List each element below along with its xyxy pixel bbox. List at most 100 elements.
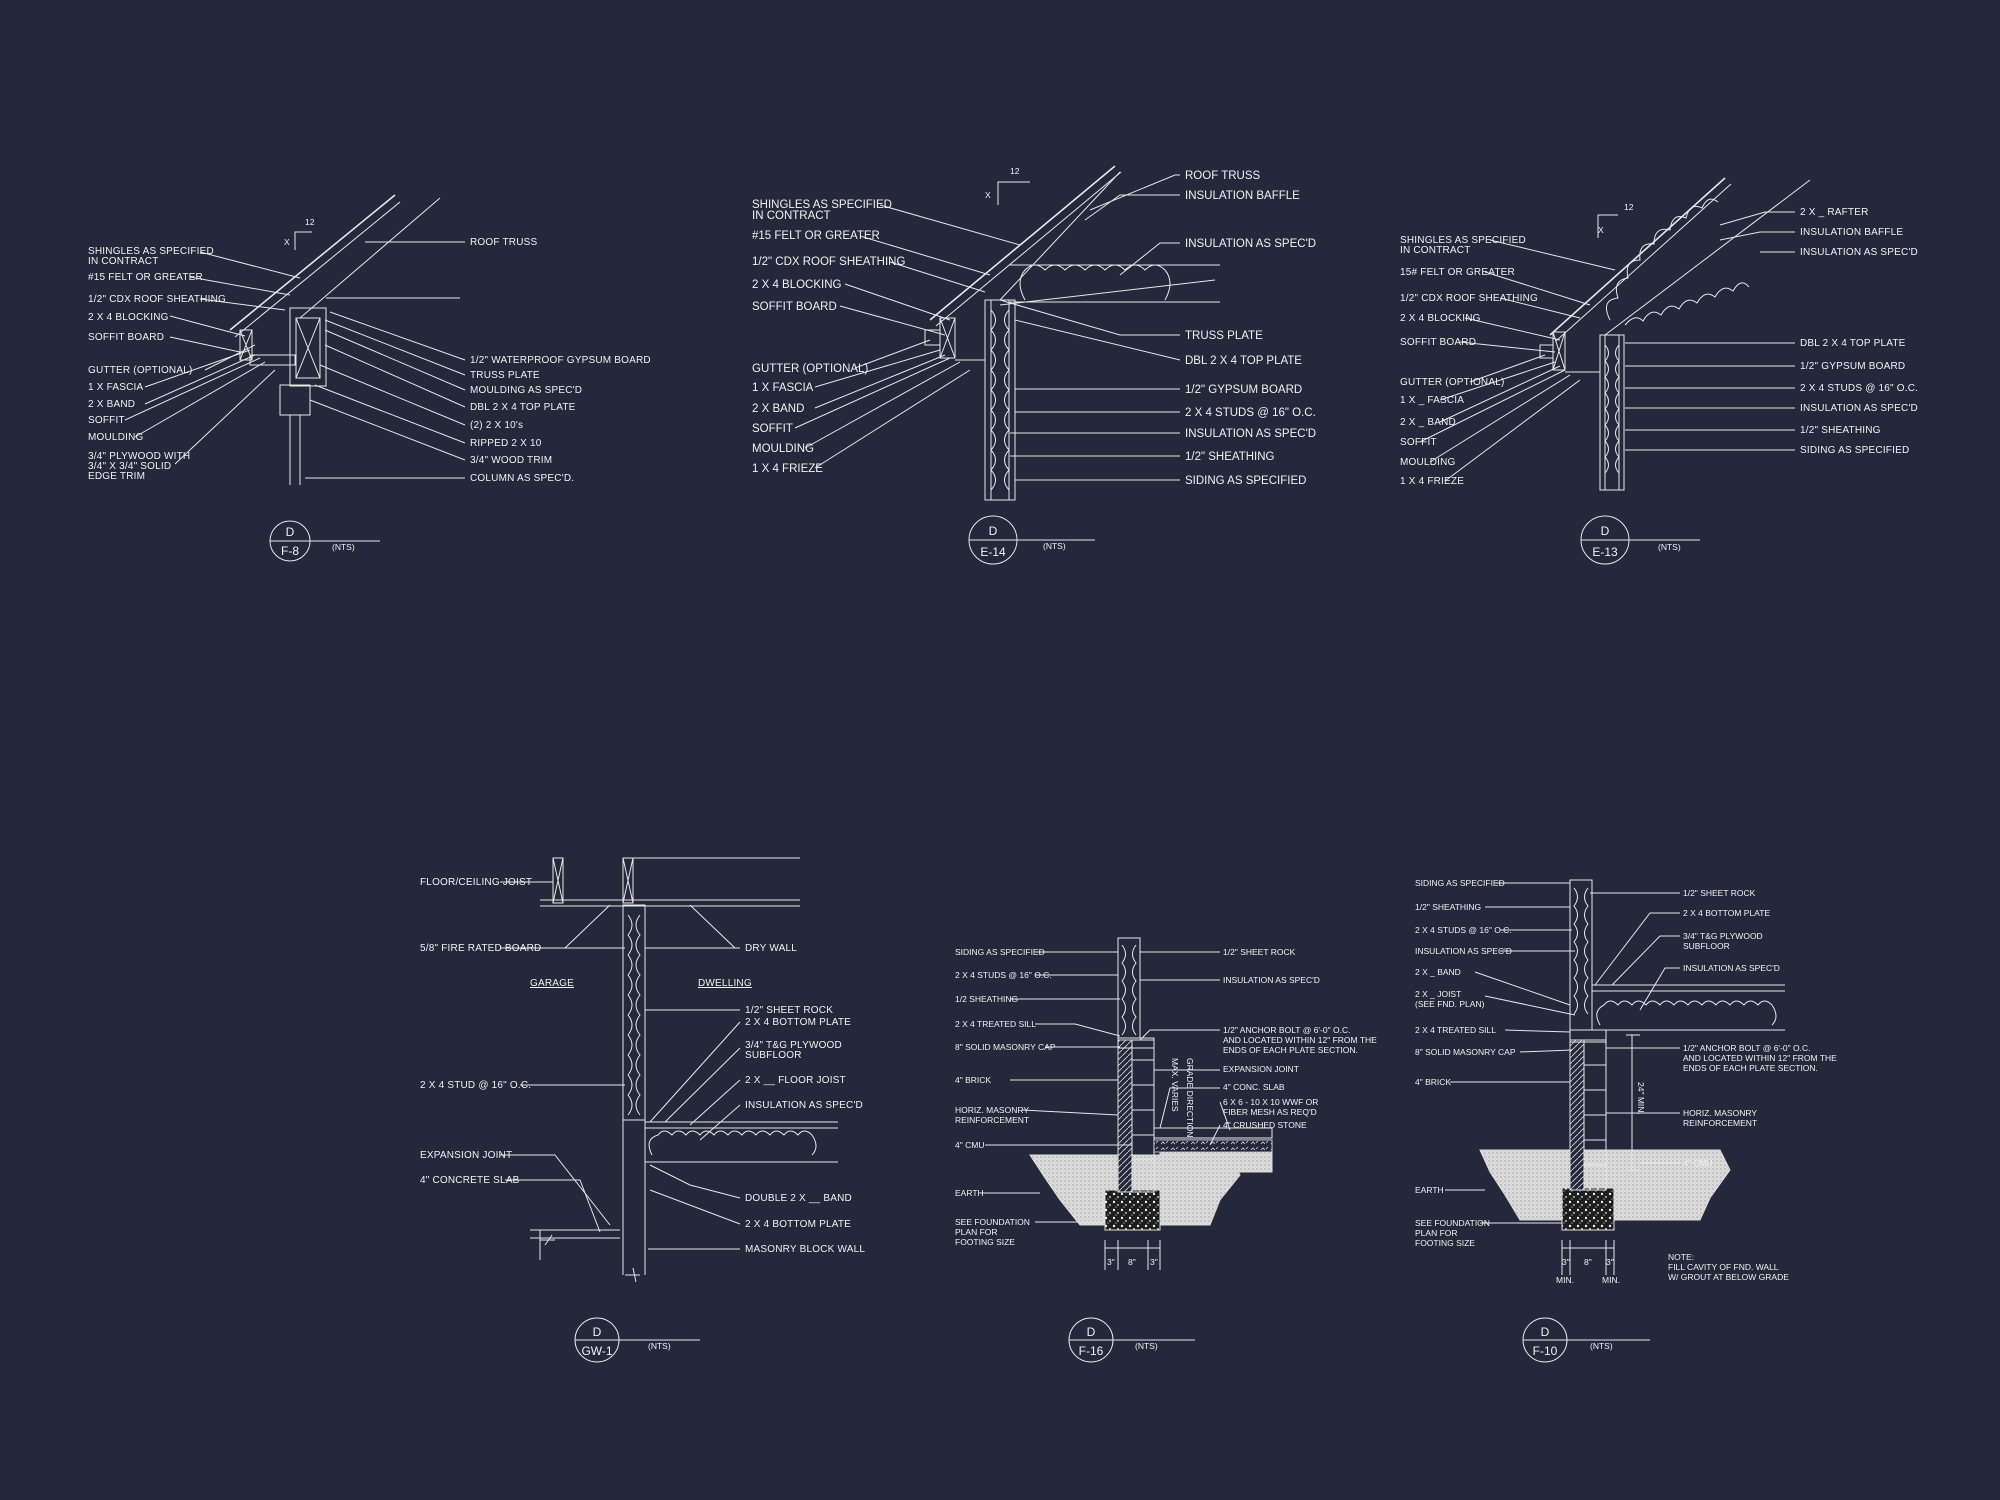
svg-text:1/2" SHEET ROCK: 1/2" SHEET ROCK — [1683, 888, 1756, 898]
svg-text:(NTS): (NTS) — [648, 1341, 671, 1351]
svg-text:4" BRICK: 4" BRICK — [1415, 1077, 1451, 1087]
room-label-garage: GARAGE — [530, 978, 574, 989]
svg-text:MIN.: MIN. — [1556, 1275, 1574, 1285]
svg-text:1 X FASCIA: 1 X FASCIA — [752, 382, 814, 394]
svg-text:F-16: F-16 — [1079, 1344, 1104, 1358]
svg-text:(SEE FND. PLAN): (SEE FND. PLAN) — [1415, 999, 1485, 1009]
svg-text:D: D — [1601, 524, 1610, 538]
svg-text:REINFORCEMENT: REINFORCEMENT — [955, 1115, 1029, 1125]
svg-text:AND LOCATED WITHIN 12" FROM TH: AND LOCATED WITHIN 12" FROM THE — [1223, 1035, 1377, 1045]
label: MOULDING — [88, 432, 144, 443]
svg-text:D: D — [593, 1325, 602, 1339]
svg-text:2 X 4 STUD @ 16" O.C.: 2 X 4 STUD @ 16" O.C. — [420, 1080, 531, 1091]
svg-text:1/2" SHEATHING: 1/2" SHEATHING — [1415, 902, 1481, 912]
svg-text:3": 3" — [1107, 1257, 1115, 1267]
svg-text:SHINGLES AS SPECIFIED: SHINGLES AS SPECIFIED — [1400, 235, 1526, 246]
svg-text:EXPANSION JOINT: EXPANSION JOINT — [420, 1150, 512, 1161]
svg-text:FOOTING SIZE: FOOTING SIZE — [1415, 1238, 1475, 1248]
svg-text:SEE FOUNDATION: SEE FOUNDATION — [955, 1217, 1030, 1227]
svg-text:SIDING AS SPECIFIED: SIDING AS SPECIFIED — [1415, 878, 1505, 888]
svg-text:SOFFIT BOARD: SOFFIT BOARD — [1400, 337, 1476, 348]
label: RIPPED 2 X 10 — [470, 438, 542, 449]
label: ROOF TRUSS — [470, 237, 538, 248]
svg-text:1/2" GYPSUM BOARD: 1/2" GYPSUM BOARD — [1800, 361, 1905, 372]
svg-text:F-8: F-8 — [281, 544, 299, 558]
svg-text:FIBER MESH AS REQ'D: FIBER MESH AS REQ'D — [1223, 1107, 1317, 1117]
svg-text:INSULATION BAFFLE: INSULATION BAFFLE — [1185, 190, 1300, 202]
svg-text:4" CONCRETE SLAB: 4" CONCRETE SLAB — [420, 1175, 520, 1186]
svg-text:2 X 4 STUDS @ 16" O.C.: 2 X 4 STUDS @ 16" O.C. — [1185, 407, 1316, 419]
svg-text:MASONRY BLOCK WALL: MASONRY BLOCK WALL — [745, 1244, 865, 1255]
svg-text:2 X 4 BLOCKING: 2 X 4 BLOCKING — [1400, 313, 1481, 324]
svg-text:1 X 4 FRIEZE: 1 X 4 FRIEZE — [1400, 476, 1464, 487]
svg-text:ENDS OF EACH PLATE SECTION.: ENDS OF EACH PLATE SECTION. — [1223, 1045, 1358, 1055]
label: TRUSS PLATE — [470, 370, 540, 381]
label: 3/4" PLYWOOD WITH — [88, 451, 190, 462]
label: (2) 2 X 10's — [470, 420, 523, 431]
svg-text:2 X 4 STUDS @ 16" O.C.: 2 X 4 STUDS @ 16" O.C. — [1800, 383, 1918, 394]
svg-text:FLOOR/CEILING JOIST: FLOOR/CEILING JOIST — [420, 877, 532, 888]
label: IN CONTRACT — [88, 256, 159, 267]
detail-bubble: D GW-1 (NTS) — [574, 1317, 700, 1363]
svg-text:E-14: E-14 — [980, 545, 1006, 559]
vertical-label: MAX. VARIES — [1170, 1058, 1180, 1112]
svg-text:4" BRICK: 4" BRICK — [955, 1075, 991, 1085]
label: SOFFIT BOARD — [88, 332, 164, 343]
svg-text:DRY WALL: DRY WALL — [745, 943, 797, 954]
svg-text:SOFFIT: SOFFIT — [1400, 437, 1437, 448]
svg-text:E-13: E-13 — [1592, 545, 1618, 559]
svg-text:8" SOLID MASONRY CAP: 8" SOLID MASONRY CAP — [955, 1042, 1056, 1052]
label: 3/4" WOOD TRIM — [470, 455, 552, 466]
svg-text:(NTS): (NTS) — [332, 542, 355, 552]
label: 1 X FASCIA — [88, 382, 143, 393]
svg-text:2 X 4 BOTTOM PLATE: 2 X 4 BOTTOM PLATE — [1683, 908, 1770, 918]
svg-text:2 X _ RAFTER: 2 X _ RAFTER — [1800, 207, 1869, 218]
svg-text:SOFFIT BOARD: SOFFIT BOARD — [752, 301, 837, 313]
detail-bubble: D F-10 (NTS) — [1522, 1317, 1650, 1363]
svg-text:2 X __ FLOOR JOIST: 2 X __ FLOOR JOIST — [745, 1075, 846, 1086]
svg-text:1/2" SHEATHING: 1/2" SHEATHING — [1800, 425, 1881, 436]
svg-text:PLAN FOR: PLAN FOR — [955, 1227, 998, 1237]
svg-text:GUTTER (OPTIONAL): GUTTER (OPTIONAL) — [752, 363, 868, 375]
detail-bubble: D F-16 (NTS) — [1068, 1317, 1195, 1363]
detail-bubble: D E-14 (NTS) — [968, 515, 1095, 565]
svg-text:15# FELT OR GREATER: 15# FELT OR GREATER — [1400, 267, 1515, 278]
svg-text:3": 3" — [1606, 1257, 1614, 1267]
svg-text:1/2" GYPSUM BOARD: 1/2" GYPSUM BOARD — [1185, 384, 1302, 396]
svg-text:8" SOLID MASONRY CAP: 8" SOLID MASONRY CAP — [1415, 1047, 1516, 1057]
svg-text:5/8" FIRE RATED BOARD: 5/8" FIRE RATED BOARD — [420, 943, 541, 954]
label: #15 FELT OR GREATER — [88, 272, 203, 283]
svg-text:1/2" SHEET ROCK: 1/2" SHEET ROCK — [745, 1005, 833, 1016]
svg-text:4" CMU: 4" CMU — [955, 1140, 984, 1150]
svg-text:1/2" CDX ROOF SHEATHING: 1/2" CDX ROOF SHEATHING — [752, 256, 905, 268]
pitch-run: 12 — [305, 217, 315, 227]
detail-slab-foundation: GRADE DIRECTION MAX. VARIES 3" 8" 3" SID… — [955, 937, 1377, 1363]
label: 2 X 4 BLOCKING — [88, 312, 169, 323]
svg-text:DOUBLE 2 X __ BAND: DOUBLE 2 X __ BAND — [745, 1193, 852, 1204]
svg-text:1/2" SHEATHING: 1/2" SHEATHING — [1185, 451, 1275, 463]
label: COLUMN AS SPEC'D. — [470, 473, 574, 484]
svg-text:W/ GROUT AT BELOW GRADE: W/ GROUT AT BELOW GRADE — [1668, 1272, 1789, 1282]
svg-text:12: 12 — [1010, 166, 1020, 176]
svg-text:2 X 4 BOTTOM PLATE: 2 X 4 BOTTOM PLATE — [745, 1017, 851, 1028]
svg-text:D: D — [989, 524, 998, 538]
svg-text:3/4" T&G PLYWOOD: 3/4" T&G PLYWOOD — [1683, 931, 1763, 941]
svg-text:FOOTING SIZE: FOOTING SIZE — [955, 1237, 1015, 1247]
label: MOULDING AS SPEC'D — [470, 385, 582, 396]
svg-text:MOULDING: MOULDING — [752, 443, 814, 455]
svg-text:F-10: F-10 — [1533, 1344, 1558, 1358]
svg-text:2 X 4 TREATED SILL: 2 X 4 TREATED SILL — [955, 1019, 1036, 1029]
svg-text:2 X BAND: 2 X BAND — [752, 403, 804, 415]
svg-text:(NTS): (NTS) — [1590, 1341, 1613, 1351]
label: 1/2" CDX ROOF SHEATHING — [88, 294, 226, 305]
svg-text:AND LOCATED WITHIN 12" FROM TH: AND LOCATED WITHIN 12" FROM THE — [1683, 1053, 1837, 1063]
svg-text:REINFORCEMENT: REINFORCEMENT — [1683, 1118, 1757, 1128]
svg-text:SIDING AS SPECIFIED: SIDING AS SPECIFIED — [1185, 475, 1306, 487]
svg-text:X: X — [1598, 225, 1604, 235]
svg-text:GW-1: GW-1 — [581, 1344, 612, 1358]
svg-text:EARTH: EARTH — [955, 1188, 984, 1198]
detail-bubble: D E-13 (NTS) — [1580, 515, 1700, 565]
svg-text:IN CONTRACT: IN CONTRACT — [752, 210, 831, 222]
svg-text:ROOF TRUSS: ROOF TRUSS — [1185, 170, 1261, 182]
label: DBL 2 X 4 TOP PLATE — [470, 402, 576, 413]
